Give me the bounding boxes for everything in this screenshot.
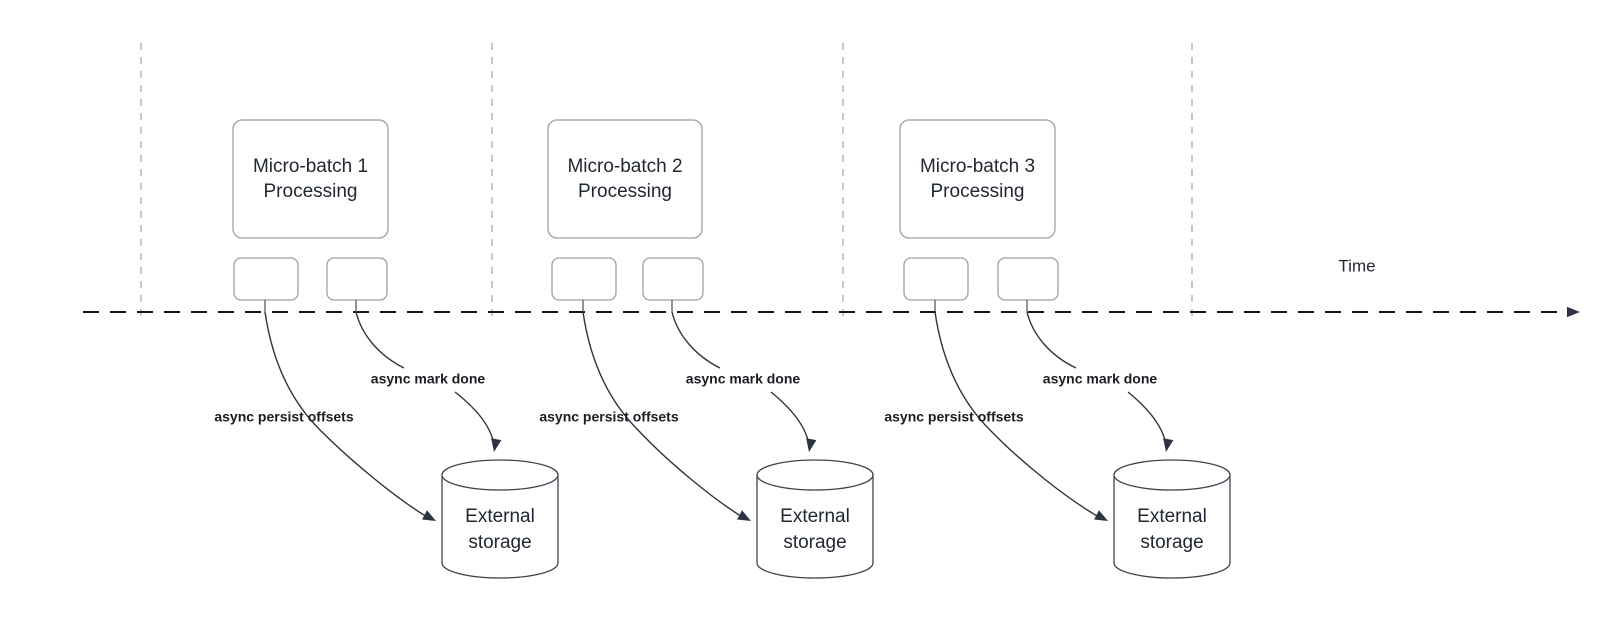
async-persist-offsets-edge-3-path xyxy=(934,311,1105,521)
async-persist-offsets-edge-3-label: async persist offsets xyxy=(884,409,1023,425)
timeline-arrow-icon xyxy=(1567,306,1580,318)
group-3-storage-body[interactable] xyxy=(1113,474,1231,579)
group-1-storage-body[interactable] xyxy=(441,474,559,579)
group-3-storage-label-line2: storage xyxy=(1140,532,1203,553)
period-dividers xyxy=(140,43,1193,322)
group-3-storage-label-line1: External xyxy=(1137,506,1207,527)
task-box-2a[interactable] xyxy=(551,257,617,301)
group-1-storage-label-line2: storage xyxy=(468,532,531,553)
async-mark-done-edge-2-label: async mark done xyxy=(686,371,801,387)
task-box-2b[interactable] xyxy=(642,257,704,301)
group-3-batch-label-line1: Micro-batch 3 xyxy=(920,156,1035,177)
group-1-storage-top xyxy=(441,459,559,491)
group-3-batch-box[interactable] xyxy=(899,119,1056,239)
group-2-storage-label-line1: External xyxy=(780,506,850,527)
async-persist-offsets-edge-2-label: async persist offsets xyxy=(539,409,678,425)
group-3-storage-top xyxy=(1113,459,1231,491)
async-persist-offsets-edge-1-label: async persist offsets xyxy=(214,409,353,425)
async-mark-done-edge-3-arrow-icon xyxy=(1163,438,1174,452)
task-box-3a[interactable] xyxy=(903,257,969,301)
group-1-batch-box[interactable] xyxy=(232,119,389,239)
group-2-batch-box[interactable] xyxy=(547,119,703,239)
group-1-batch-label-line2: Processing xyxy=(264,181,358,202)
async-persist-offsets-edge-1-path xyxy=(264,311,433,521)
group-2-batch-label-line2: Processing xyxy=(578,181,672,202)
async-mark-done-edge-1-label: async mark done xyxy=(371,371,486,387)
time-axis: Time xyxy=(83,256,1580,318)
group-3-batch-label-line2: Processing xyxy=(931,181,1025,202)
group-2-batch-label-line1: Micro-batch 2 xyxy=(567,156,682,177)
async-persist-offsets-edge-1-arrow-icon xyxy=(422,510,436,521)
group-2-storage-top xyxy=(756,459,874,491)
async-mark-done-edge-3-label: async mark done xyxy=(1043,371,1158,387)
task-box-1b[interactable] xyxy=(326,257,388,301)
async-persist-offsets-edge-2-arrow-icon xyxy=(737,510,751,521)
group-2-storage-body[interactable] xyxy=(756,474,874,579)
time-axis-label: Time xyxy=(1338,256,1375,275)
async-mark-done-edge-2-arrow-icon xyxy=(806,438,817,452)
group-1-batch-label-line1: Micro-batch 1 xyxy=(253,156,368,177)
task-box-3b[interactable] xyxy=(997,257,1059,301)
task-box-1a[interactable] xyxy=(233,257,299,301)
async-persist-offsets-edge-3-arrow-icon xyxy=(1094,510,1108,521)
group-2-storage-label-line2: storage xyxy=(783,532,846,553)
async-persist-offsets-edge-2-path xyxy=(582,311,748,521)
async-mark-done-edge-1-arrow-icon xyxy=(491,438,502,452)
group-1-storage-label-line1: External xyxy=(465,506,535,527)
